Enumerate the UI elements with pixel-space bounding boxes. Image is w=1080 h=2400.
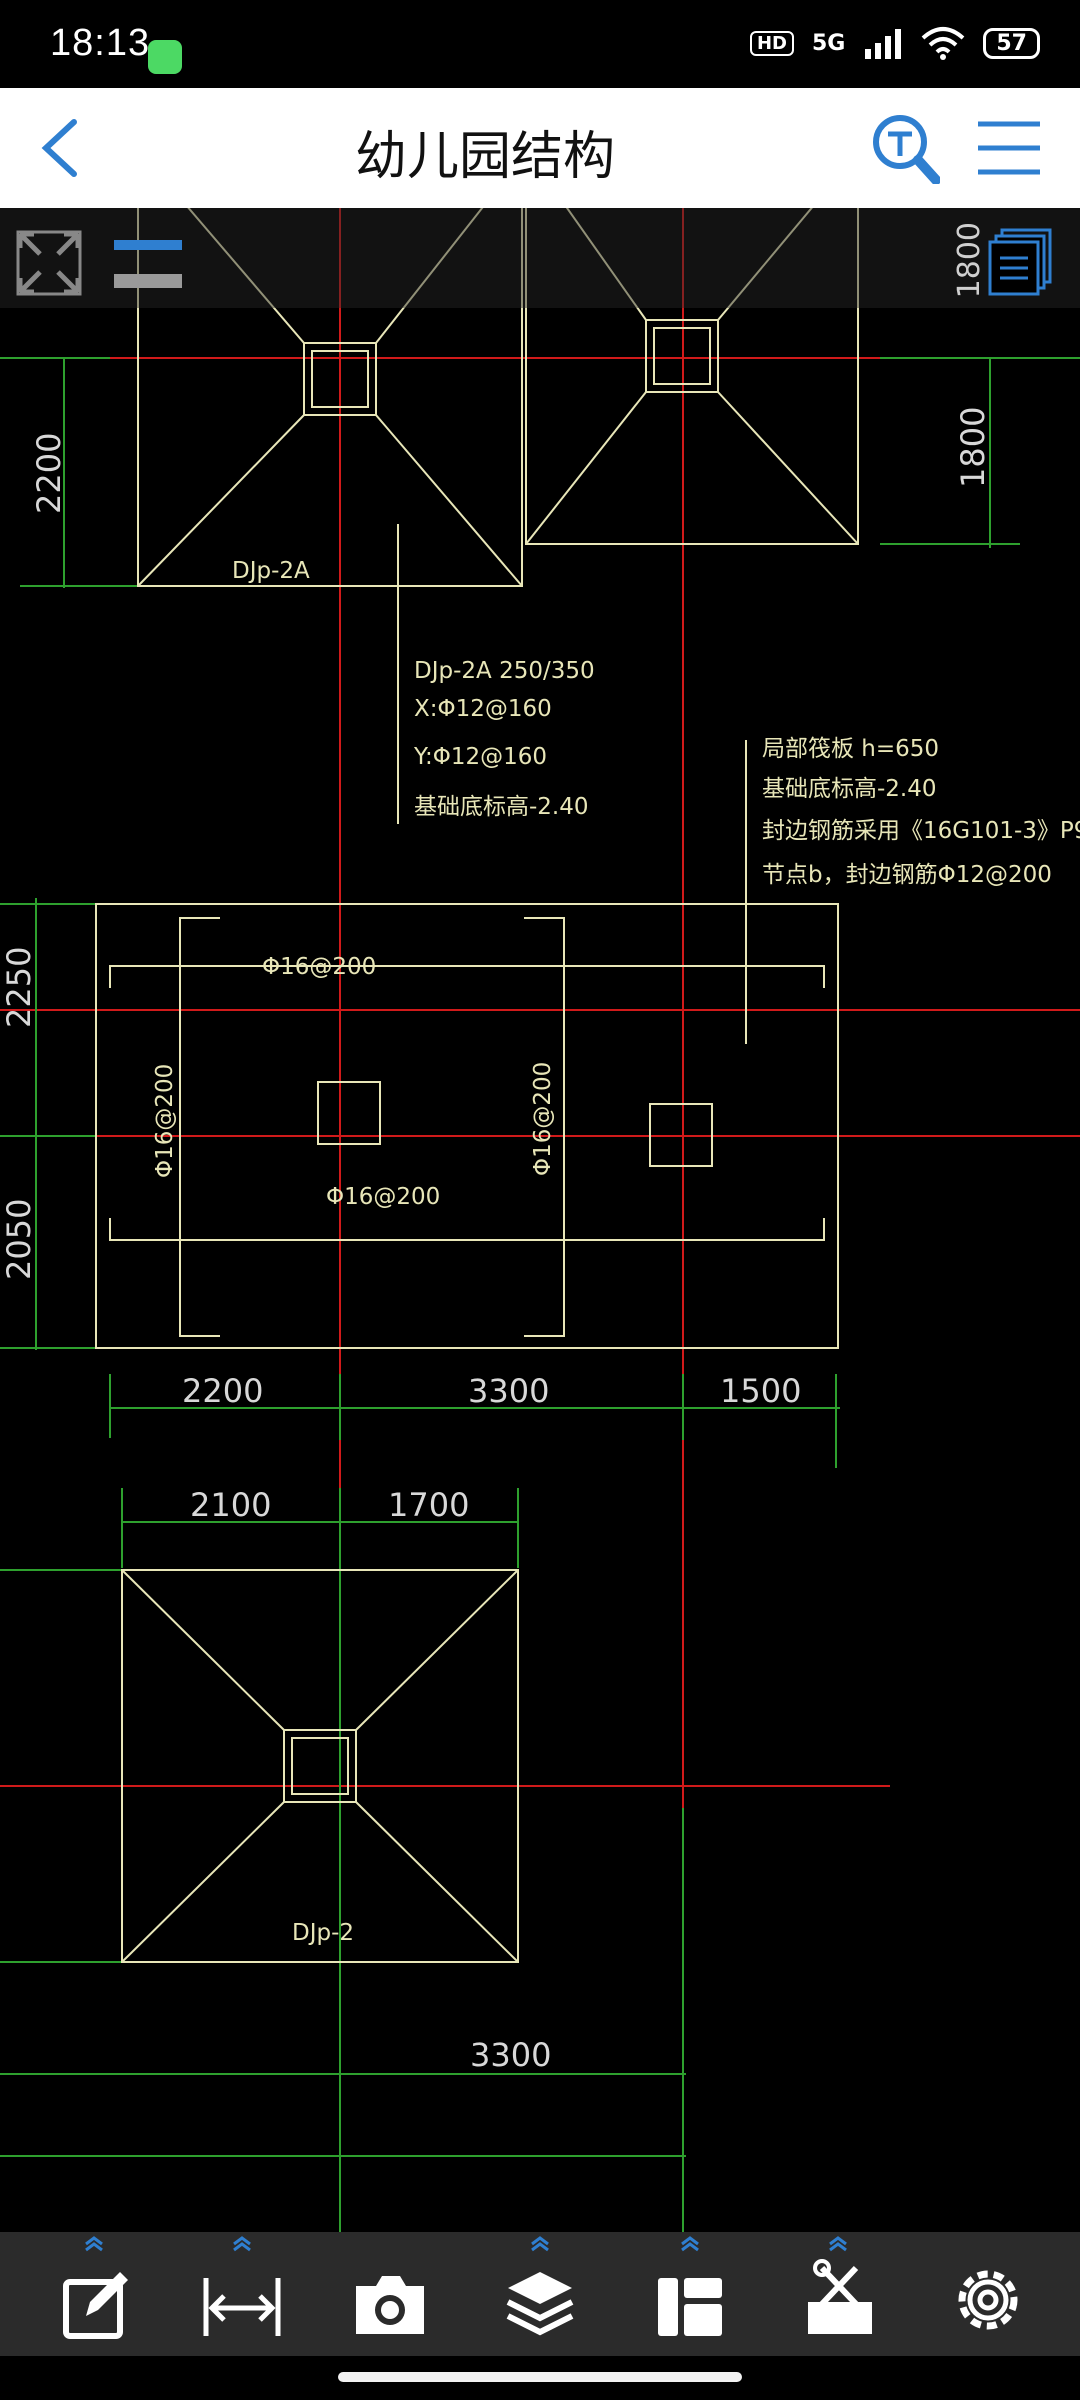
callout1-line3: Y:Φ12@160 <box>413 744 547 770</box>
gear-icon <box>958 2270 1018 2330</box>
callout1-line2: X:Φ12@160 <box>414 696 552 722</box>
fit-screen-icon[interactable] <box>14 228 84 298</box>
dim-top-right-2: 1800 <box>954 407 992 488</box>
layout-icon <box>658 2236 722 2336</box>
layers-panel-icon[interactable] <box>988 228 1052 298</box>
callout2-line3: 封边钢筋采用《16G101-3》P93 <box>762 818 1080 844</box>
signal-icon <box>865 29 902 59</box>
raft-rebar-bottom: Φ16@200 <box>326 1184 440 1210</box>
callout2-line4: 节点b，封边钢筋Φ12@200 <box>762 862 1052 888</box>
drawing-canvas[interactable]: DJp-2A DJp-2A 250/350 X:Φ12@160 Y:Φ12@16… <box>0 208 1080 2232</box>
callout1-line1: DJp-2A 250/350 <box>414 658 595 684</box>
wifi-icon <box>922 27 965 60</box>
network-label: 5G <box>812 30 846 56</box>
page-title: 幼儿园结构 <box>354 127 615 187</box>
dimension-values: 2200 1800 2250 2050 2200 3300 1500 2100 … <box>0 407 992 2074</box>
raft-rebar-left: Φ16@200 <box>152 1064 178 1178</box>
dim-left-1: 2250 <box>0 947 38 1028</box>
battery-indicator: 57 <box>983 27 1040 59</box>
dim-top-left: 2200 <box>30 433 68 514</box>
axis-grid-lines <box>0 208 1080 2232</box>
camera-icon <box>356 2276 424 2334</box>
tool-annotate[interactable] <box>24 2232 164 2356</box>
line-weight-icon[interactable] <box>114 234 184 294</box>
dim-left-2: 2050 <box>0 1199 38 1280</box>
dim-bottom-2-b: 1700 <box>388 1486 469 1524</box>
layers-icon <box>506 2236 574 2336</box>
callout1-line4: 基础底标高-2.40 <box>414 794 589 820</box>
view-tools-overlay: 1800 <box>0 208 1080 308</box>
overlay-dimension: 1800 <box>952 222 987 299</box>
tool-screenshot[interactable] <box>320 2232 460 2356</box>
raft-rebar-right: Φ16@200 <box>530 1062 556 1176</box>
dim-bottom-1-a: 2200 <box>182 1372 263 1410</box>
tool-layers[interactable] <box>470 2232 610 2356</box>
dim-bottom-3: 3300 <box>470 2036 551 2074</box>
tool-settings[interactable] <box>918 2232 1058 2356</box>
app-header: 幼儿园结构 <box>0 88 1080 208</box>
dim-bottom-1-c: 1500 <box>720 1372 801 1410</box>
status-bar: 18:13 HD 5G 57 <box>0 0 1080 88</box>
tool-measure[interactable] <box>172 2232 312 2356</box>
callout2-line2: 基础底标高-2.40 <box>762 776 937 802</box>
measure-icon <box>203 2236 281 2336</box>
callout2-line1: 局部筏板 h=650 <box>762 736 939 762</box>
edit-note-icon <box>63 2236 128 2339</box>
toolbox-icon <box>808 2236 872 2334</box>
raft-rebar-top: Φ16@200 <box>262 954 376 980</box>
text-search-icon[interactable] <box>870 112 940 184</box>
footing-outlines <box>95 208 859 1963</box>
menu-icon[interactable] <box>976 120 1042 176</box>
dimension-lines <box>0 357 1080 2232</box>
label-djp2: DJp-2 <box>292 1920 354 1946</box>
tool-layout[interactable] <box>620 2232 760 2356</box>
cad-drawing[interactable]: DJp-2A DJp-2A 250/350 X:Φ12@160 Y:Φ12@16… <box>0 208 1080 2232</box>
home-indicator[interactable] <box>338 2372 742 2382</box>
tool-toolbox[interactable] <box>768 2232 908 2356</box>
dim-bottom-1-b: 3300 <box>468 1372 549 1410</box>
drawing-annotations: DJp-2A DJp-2A 250/350 X:Φ12@160 Y:Φ12@16… <box>152 558 1080 1946</box>
status-time: 18:13 <box>50 22 151 64</box>
app-notification-icon <box>148 40 182 74</box>
hd-badge: HD <box>749 30 794 56</box>
label-djp2a: DJp-2A <box>232 558 310 584</box>
bottom-toolbar <box>0 2232 1080 2356</box>
dim-bottom-2-a: 2100 <box>190 1486 271 1524</box>
status-indicators: HD 5G 57 <box>749 26 1040 60</box>
back-arrow-icon[interactable] <box>32 116 96 180</box>
